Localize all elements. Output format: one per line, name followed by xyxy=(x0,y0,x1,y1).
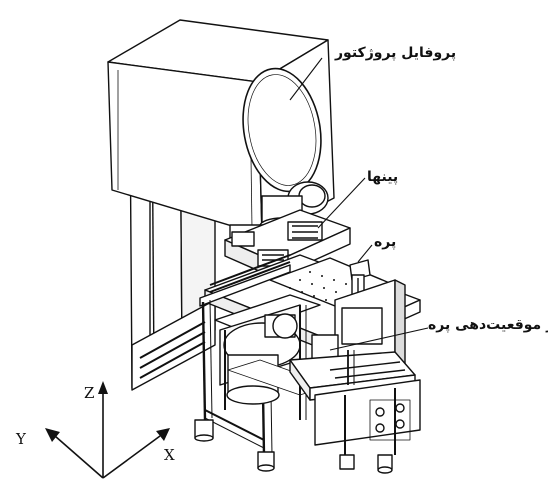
z-axis-arrow xyxy=(98,381,108,394)
blade-positioning-table xyxy=(289,279,421,455)
y-axis-arrow xyxy=(45,428,60,442)
axis-label-x: X xyxy=(164,446,175,464)
axis-triad xyxy=(45,381,170,479)
label-blade-positioning-table: میز موقعیت‌دهی پره xyxy=(428,317,548,333)
axis-label-z: Z xyxy=(84,384,95,402)
x-axis-line xyxy=(102,435,161,479)
leader-lines xyxy=(289,57,429,351)
machine-feet xyxy=(194,419,393,474)
y-axis-line xyxy=(54,435,104,479)
label-profile-projector: پروفایل پروژکتور xyxy=(335,45,457,61)
x-axis-arrow xyxy=(156,428,170,441)
axis-label-y: Y xyxy=(16,430,26,448)
label-blade: پره xyxy=(374,234,397,250)
label-pins: پینها xyxy=(367,169,399,185)
